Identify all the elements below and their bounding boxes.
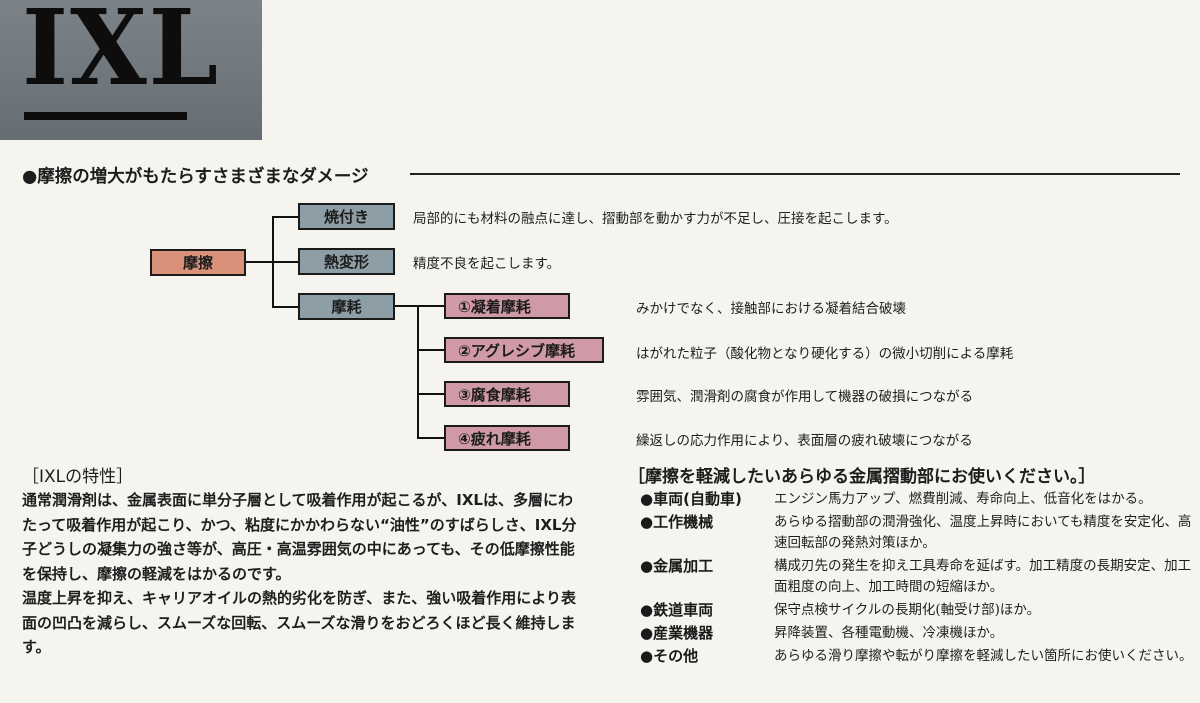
wear-node-adhesive: ①凝着摩耗 <box>444 293 570 319</box>
connector-trunk-1 <box>272 216 274 308</box>
application-category: ●鉄道車両 <box>640 601 714 619</box>
applications-list: ●車両(自動車) エンジン馬力アップ、燃費削減、寿命向上、低音化をはかる。 ●工… <box>640 489 1200 667</box>
section-title: ●摩擦の増大がもたらすさまざまなダメージ <box>22 167 369 187</box>
branch-node-wear: 摩耗 <box>298 293 395 320</box>
applications-heading: ［摩擦を軽減したいあらゆる金属摺動部にお使いください。］ <box>628 467 1096 487</box>
application-category: ●金属加工 <box>640 557 714 575</box>
application-item: ●金属加工 構成刃先の発生を抑え工具寿命を延ばす。加工精度の長期安定、加工面粗度… <box>640 556 1200 598</box>
application-text: 昇降装置、各種電動機、冷凍機ほか。 <box>774 625 1004 641</box>
application-item: ●その他 あらゆる滑り摩擦や転がり摩擦を軽減したい箇所にお使いください。 <box>640 646 1200 667</box>
wear-desc-fatigue: 繰返しの応力作用により、表面層の疲れ破壊につながる <box>636 433 973 449</box>
connector-branch-3 <box>272 306 298 308</box>
connector-wear-4 <box>417 437 444 439</box>
properties-heading: ［IXLの特性］ <box>22 467 134 487</box>
root-node-friction: 摩擦 <box>150 249 246 276</box>
wear-desc-abrasive: はがれた粒子（酸化物となり硬化する）の微小切削による摩耗 <box>636 346 1014 362</box>
application-text: 保守点検サイクルの長期化(軸受け部)ほか。 <box>774 602 1041 618</box>
application-item: ●産業機器 昇降装置、各種電動機、冷凍機ほか。 <box>640 623 1200 644</box>
branch-node-seizure: 焼付き <box>298 203 395 230</box>
branch-desc-seizure: 局部的にも材料の融点に達し、摺動部を動かす力が不足し、圧接を起こします。 <box>413 211 898 227</box>
logo-panel: IXL <box>0 0 262 140</box>
branch-desc-thermal-deformation: 精度不良を起こします。 <box>413 256 561 272</box>
wear-desc-corrosive: 雰囲気、潤滑剤の腐食が作用して機器の破損につながる <box>636 389 974 405</box>
logo-underline <box>24 112 187 120</box>
properties-body: 通常潤滑剤は、金属表面に単分子層として吸着作用が起こるが、IXLは、多層にわたっ… <box>22 488 582 660</box>
application-item: ●車両(自動車) エンジン馬力アップ、燃費削減、寿命向上、低音化をはかる。 <box>640 489 1200 510</box>
application-text: 構成刃先の発生を抑え工具寿命を延ばす。加工精度の長期安定、加工面粗度の向上、加工… <box>774 558 1192 595</box>
application-text: エンジン馬力アップ、燃費削減、寿命向上、低音化をはかる。 <box>774 491 1152 507</box>
branch-node-thermal-deformation: 熱変形 <box>298 248 395 275</box>
section-divider <box>410 173 1180 175</box>
logo-text: IXL <box>22 0 221 109</box>
application-item: ●鉄道車両 保守点検サイクルの長期化(軸受け部)ほか。 <box>640 600 1200 621</box>
wear-node-abrasive: ②アグレシブ摩耗 <box>444 337 604 363</box>
application-text: あらゆる滑り摩擦や転がり摩擦を軽減したい箇所にお使いください。 <box>774 648 1193 664</box>
connector-wear-3 <box>417 393 444 395</box>
application-category: ●車両(自動車) <box>640 490 742 508</box>
connector-wear-2 <box>417 349 444 351</box>
application-item: ●工作機械 あらゆる摺動部の潤滑強化、温度上昇時においても精度を安定化、高速回転… <box>640 512 1200 554</box>
connector-branch-1 <box>272 216 298 218</box>
connector-trunk-2 <box>417 305 419 439</box>
wear-node-corrosive: ③腐食摩耗 <box>444 381 570 407</box>
application-category: ●その他 <box>640 647 699 665</box>
application-category: ●産業機器 <box>640 624 714 642</box>
properties-paragraph: 通常潤滑剤は、金属表面に単分子層として吸着作用が起こるが、IXLは、多層にわたっ… <box>22 491 577 583</box>
properties-paragraph: 温度上昇を抑え、キャリアオイルの熱的劣化を防ぎ、また、強い吸着作用により表面の凹… <box>22 589 576 656</box>
connector-wear <box>395 305 444 307</box>
wear-desc-adhesive: みかけでなく、接触部における凝着結合破壊 <box>636 301 906 317</box>
wear-node-fatigue: ④疲れ摩耗 <box>444 425 570 451</box>
application-category: ●工作機械 <box>640 513 714 531</box>
application-text: あらゆる摺動部の潤滑強化、温度上昇時においても精度を安定化、高速回転部の発熱対策… <box>774 514 1192 551</box>
